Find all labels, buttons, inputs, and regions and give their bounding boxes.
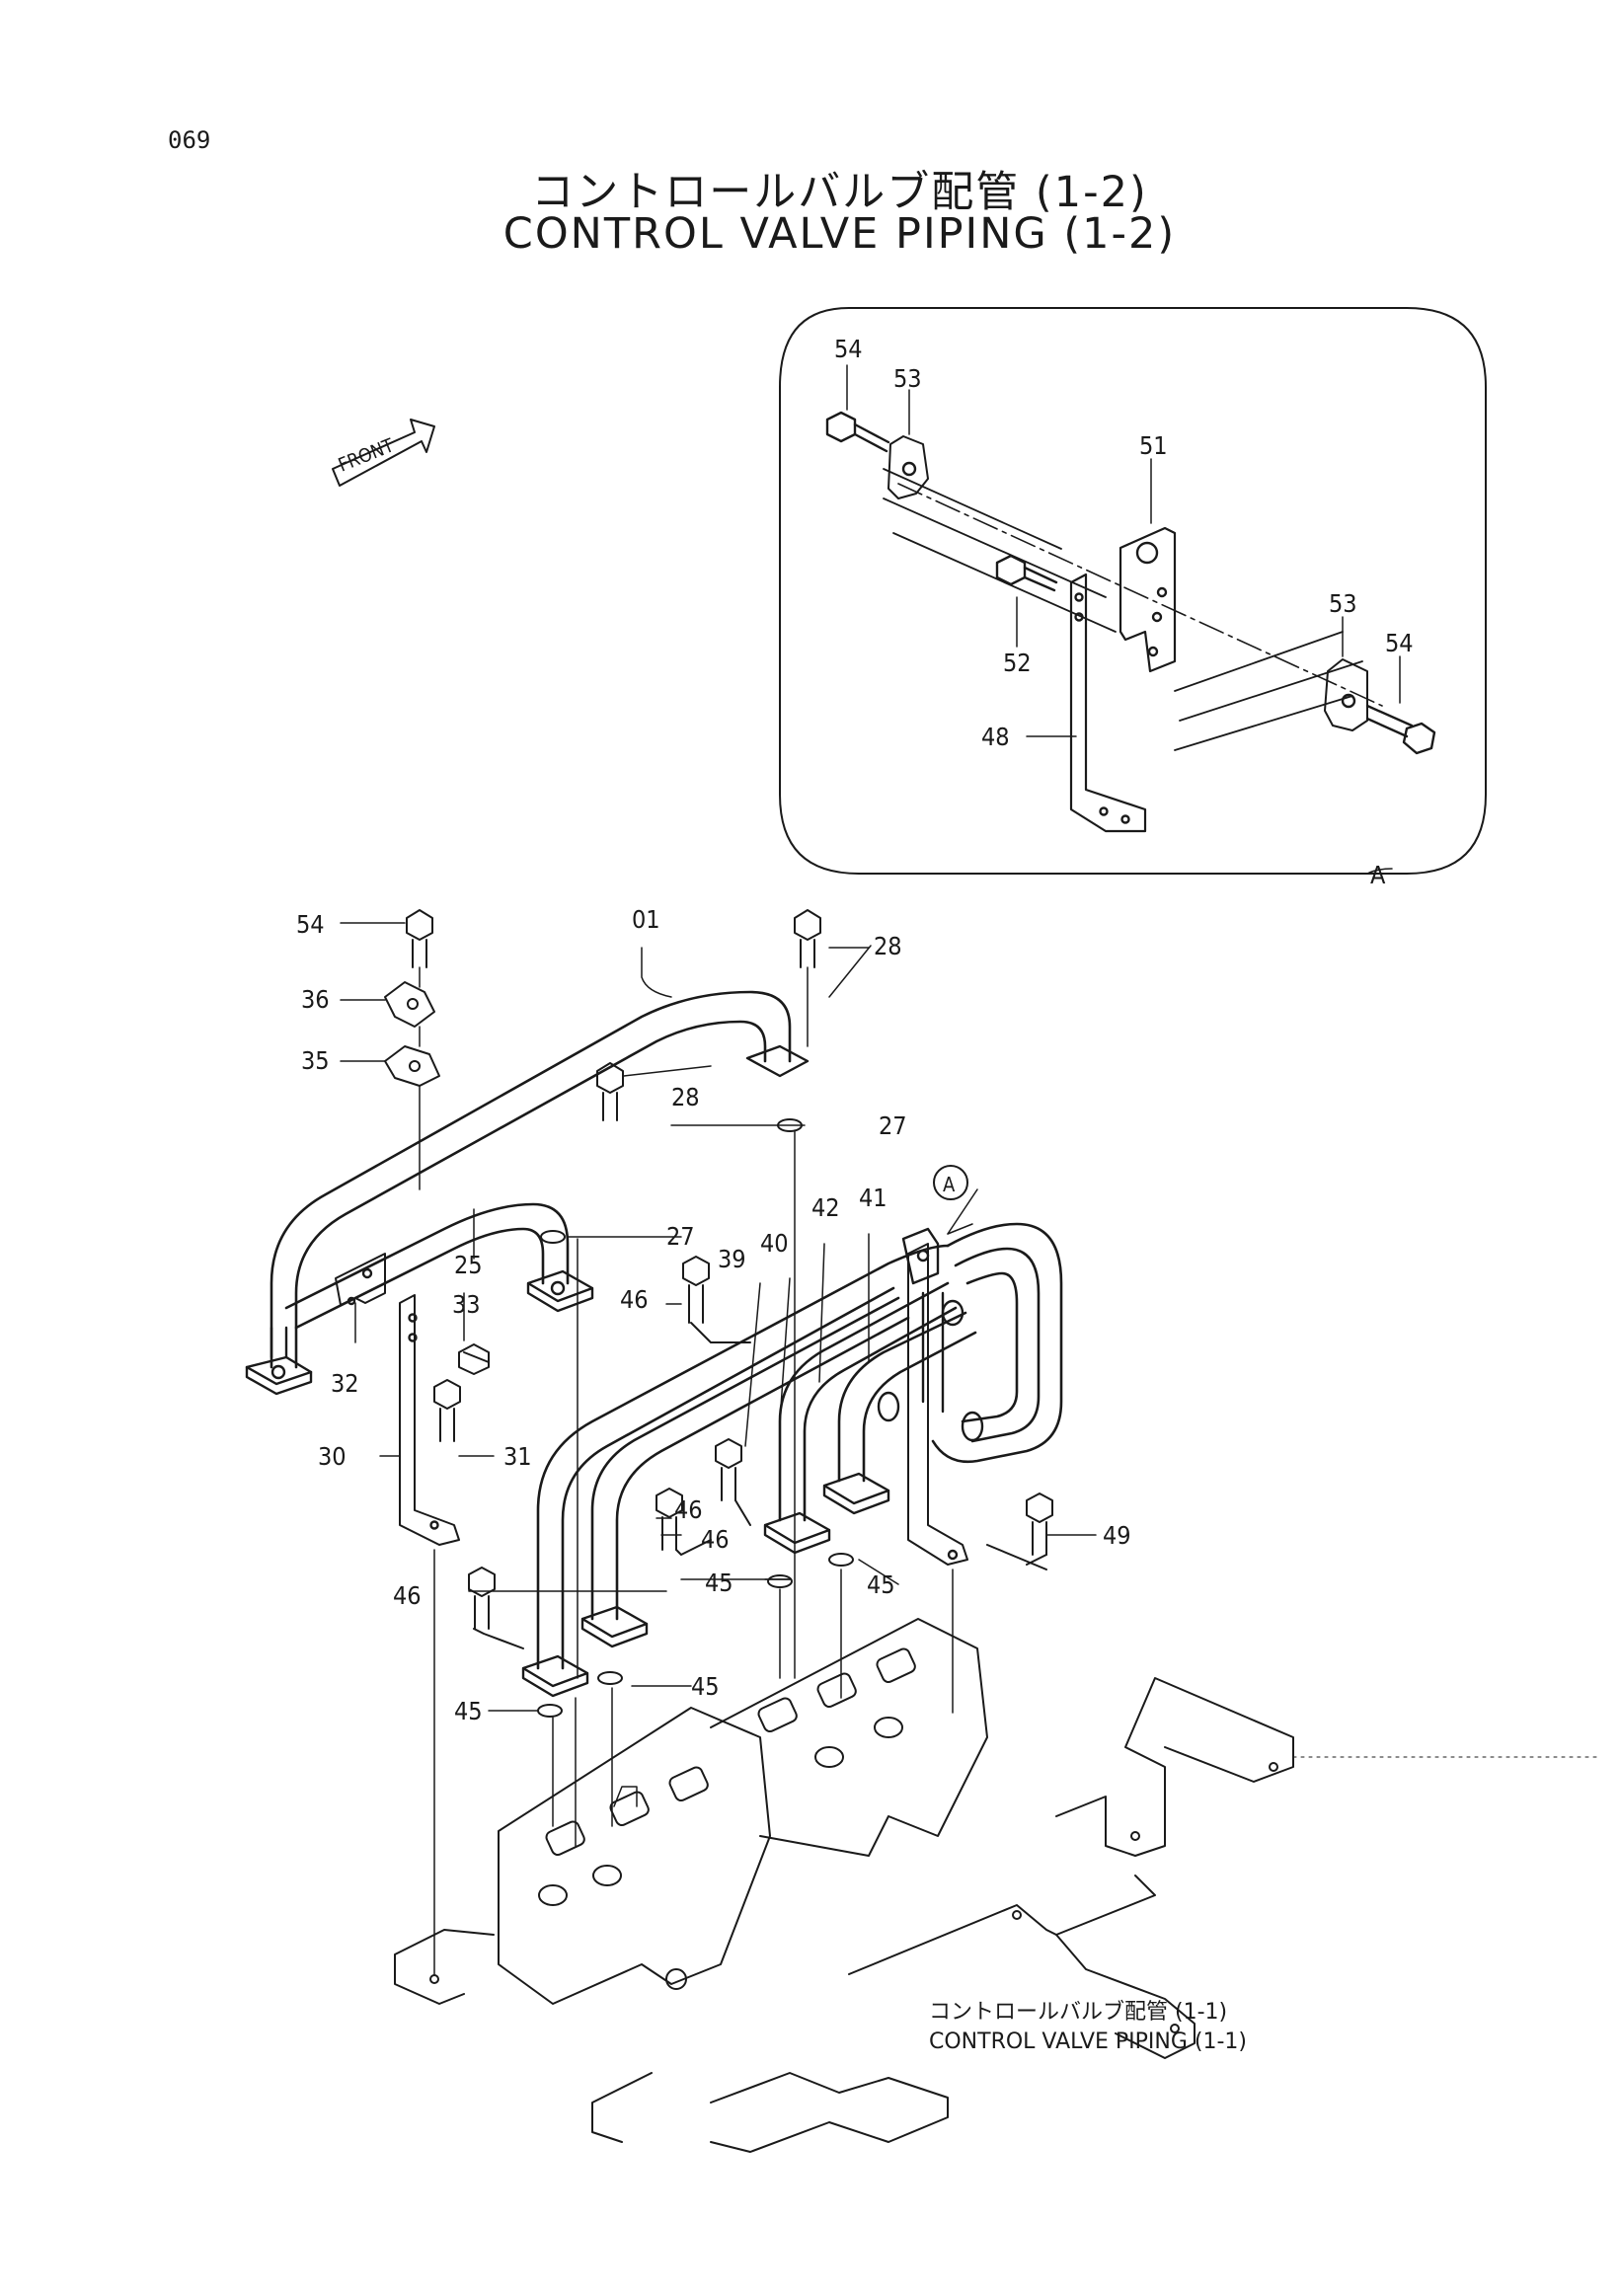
callout-54: 54 <box>296 910 325 939</box>
callout-45: 45 <box>454 1697 483 1725</box>
bracket-30-32 <box>335 1253 460 1546</box>
callout-36: 36 <box>301 985 330 1014</box>
pipe-25 <box>270 1202 594 1359</box>
base-frame <box>394 1677 1600 2153</box>
callout-45: 45 <box>691 1672 720 1701</box>
callout-31: 31 <box>503 1442 532 1471</box>
callout-45: 45 <box>867 1570 895 1599</box>
callouts: 54 36 35 01 28 28 27 27 25 33 32 30 31 4… <box>296 905 1131 1725</box>
callout-42: 42 <box>811 1193 840 1222</box>
title-english: CONTROL VALVE PIPING (1-2) <box>502 209 1177 259</box>
pipe-group-39-42 <box>521 1222 1063 1698</box>
callout-45: 45 <box>705 1569 733 1597</box>
reference-english: CONTROL VALVE PIPING (1-1) <box>929 2029 1248 2054</box>
callout-25: 25 <box>454 1251 483 1279</box>
callout-46: 46 <box>393 1581 422 1610</box>
reference-japanese: コントロールバルブ配管 (1-1) <box>929 2000 1228 2025</box>
callout-53: 53 <box>893 364 922 393</box>
assembly-lines <box>419 966 954 1975</box>
front-arrow: FRONT <box>332 419 435 487</box>
callout-32: 32 <box>331 1369 359 1398</box>
callout-49: 49 <box>1103 1521 1131 1550</box>
callout-53: 53 <box>1329 589 1357 618</box>
callout-51: 51 <box>1139 431 1168 460</box>
detail-a-marker <box>933 1165 968 1200</box>
callout-28: 28 <box>874 932 902 960</box>
callout-39: 39 <box>718 1245 746 1273</box>
title-japanese: コントロールバルブ配管 (1-2) <box>531 168 1148 217</box>
callout-27: 27 <box>879 1111 907 1140</box>
callout-54: 54 <box>1385 629 1414 657</box>
callout-01: 01 <box>632 905 660 934</box>
callout-33: 33 <box>452 1290 481 1319</box>
pipe-01 <box>245 990 810 1396</box>
callout-46: 46 <box>620 1285 649 1314</box>
callout-46: 46 <box>674 1495 703 1524</box>
callout-28: 28 <box>671 1083 700 1111</box>
svg-text:A: A <box>943 1173 956 1196</box>
callout-30: 30 <box>318 1442 347 1471</box>
callout-52: 52 <box>1003 649 1032 677</box>
callout-46: 46 <box>701 1525 730 1554</box>
svg-text:A: A <box>1370 861 1386 889</box>
callout-48: 48 <box>981 723 1010 751</box>
leader-lines <box>340 922 1097 1712</box>
callout-54: 54 <box>834 335 863 363</box>
control-valve-assembly <box>498 1618 988 2005</box>
callout-35: 35 <box>301 1046 330 1075</box>
callout-27: 27 <box>666 1222 695 1251</box>
callout-41: 41 <box>859 1184 887 1212</box>
callout-40: 40 <box>760 1229 789 1258</box>
page-number: 069 <box>168 126 211 154</box>
detail-a-box: 54 53 51 52 53 54 48 A <box>779 307 1487 889</box>
